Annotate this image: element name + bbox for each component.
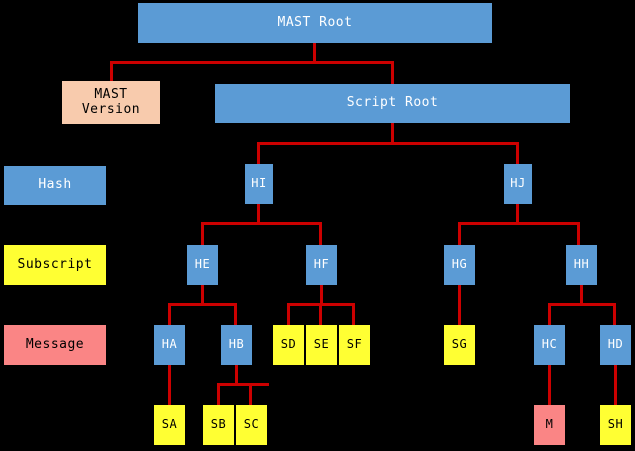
node-hb[interactable]: HB [221, 325, 252, 365]
node-label-se: SE [313, 337, 330, 352]
node-label-sf: SF [346, 337, 363, 352]
edge-mast-root-bar [110, 61, 394, 64]
legend-label-message: Message [25, 336, 85, 352]
node-se[interactable]: SE [306, 325, 337, 365]
node-label-mast-version: MAST Version [81, 86, 141, 117]
node-label-ha: HA [161, 337, 178, 352]
edge-hi-stem [257, 204, 260, 223]
node-label-m: M [545, 417, 554, 432]
edge-he-stem [201, 285, 204, 304]
node-hi[interactable]: HI [245, 164, 273, 204]
edge-to-hf [319, 222, 322, 245]
node-label-sd: SD [280, 337, 297, 352]
node-sd[interactable]: SD [273, 325, 304, 365]
node-sh[interactable]: SH [600, 405, 631, 445]
edge-to-sh [614, 365, 617, 405]
edge-to-hi [257, 142, 260, 164]
node-label-hi: HI [251, 176, 267, 191]
node-label-mast-root: MAST Root [277, 14, 353, 30]
edge-to-m [548, 365, 551, 405]
edge-hf-stem [320, 285, 323, 304]
node-hg[interactable]: HG [444, 245, 475, 285]
edge-to-sa [168, 365, 171, 405]
edge-mast-root-stem [313, 43, 316, 61]
node-label-hh: HH [573, 257, 590, 272]
edge-to-sg [458, 285, 461, 325]
edge-hh-bar [548, 303, 616, 306]
edge-hj-bar [458, 222, 580, 225]
edge-he-bar [168, 303, 237, 306]
node-hc[interactable]: HC [534, 325, 565, 365]
node-sg[interactable]: SG [444, 325, 475, 365]
node-label-hd: HD [607, 337, 624, 352]
node-hh[interactable]: HH [566, 245, 597, 285]
node-sf[interactable]: SF [339, 325, 370, 365]
legend-label-hash: Hash [38, 177, 72, 193]
edge-to-ha [168, 303, 171, 325]
edge-to-he [201, 222, 204, 245]
edge-to-hc [548, 303, 551, 325]
edge-to-hj [516, 142, 519, 164]
node-he[interactable]: HE [187, 245, 218, 285]
edge-hb-bar [217, 383, 269, 386]
edge-to-hb [234, 303, 237, 325]
edge-to-hd [613, 303, 616, 325]
edge-hi-bar [201, 222, 322, 225]
node-hd[interactable]: HD [600, 325, 631, 365]
node-mast-version[interactable]: MAST Version [62, 81, 160, 124]
node-hf[interactable]: HF [306, 245, 337, 285]
node-label-hg: HG [451, 257, 468, 272]
node-m[interactable]: M [534, 405, 565, 445]
legend-item-hash: Hash [4, 166, 106, 205]
node-label-sc: SC [243, 417, 260, 432]
edge-script-root-stem [391, 123, 394, 142]
node-label-hf: HF [313, 257, 330, 272]
edge-to-sc [249, 383, 252, 405]
node-label-sh: SH [607, 417, 624, 432]
node-sc[interactable]: SC [236, 405, 267, 445]
edge-hb-stem [235, 365, 238, 384]
edge-to-script-root [391, 61, 394, 84]
node-label-script-root: Script Root [346, 95, 439, 111]
edge-to-hg [458, 222, 461, 245]
edge-script-root-bar [257, 142, 518, 145]
legend-label-subscript: Subscript [17, 256, 93, 272]
legend-item-subscript: Subscript [4, 245, 106, 285]
node-hj[interactable]: HJ [504, 164, 532, 204]
edge-hj-stem [516, 204, 519, 223]
node-script-root[interactable]: Script Root [215, 84, 570, 123]
node-label-sg: SG [451, 337, 468, 352]
node-label-sb: SB [210, 417, 227, 432]
edge-to-se [319, 303, 322, 325]
node-label-he: HE [194, 257, 211, 272]
edge-to-sf [352, 303, 355, 325]
node-mast-root[interactable]: MAST Root [138, 3, 492, 43]
node-sb[interactable]: SB [203, 405, 234, 445]
node-label-hb: HB [228, 337, 245, 352]
node-label-hj: HJ [510, 176, 526, 191]
edge-hh-stem [580, 285, 583, 304]
edge-to-sb [217, 383, 220, 405]
node-ha[interactable]: HA [154, 325, 185, 365]
node-label-hc: HC [541, 337, 558, 352]
legend-item-message: Message [4, 325, 106, 365]
edge-to-mast-version [110, 61, 113, 81]
node-sa[interactable]: SA [154, 405, 185, 445]
node-label-sa: SA [161, 417, 178, 432]
edge-to-sd [287, 303, 290, 325]
edge-to-hh [577, 222, 580, 245]
